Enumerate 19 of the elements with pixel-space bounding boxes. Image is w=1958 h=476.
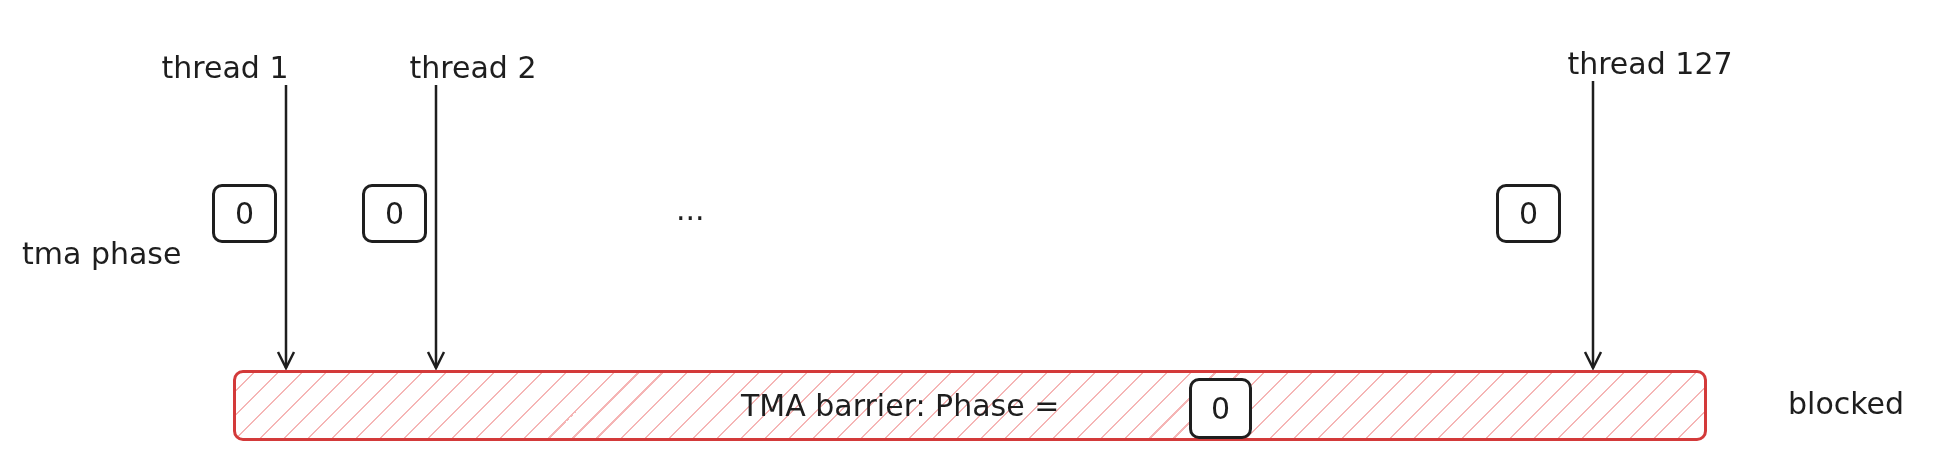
phase-value: 0 [384,196,405,231]
axis-label: tma phase [22,236,182,271]
phase-value-box [1189,378,1252,439]
phase-value: 0 [234,196,255,231]
phase-value: 0 [1518,196,1539,231]
status-label: blocked [1788,386,1905,421]
phase-value: 0 [1210,391,1231,426]
phase-value-box [1496,184,1561,243]
phase-value-box [212,184,277,243]
thread-label: thread 2 [409,50,537,85]
barrier-bar [233,370,1707,441]
thread-label: thread 1 [161,50,289,85]
arrow [1583,81,1603,370]
phase-value-box [362,184,427,243]
arrow [426,85,446,370]
thread-label: thread 127 [1567,46,1733,81]
barrier-label: TMA barrier: Phase = [741,388,1060,423]
ellipsis: ... [676,192,705,227]
arrow [276,85,296,370]
